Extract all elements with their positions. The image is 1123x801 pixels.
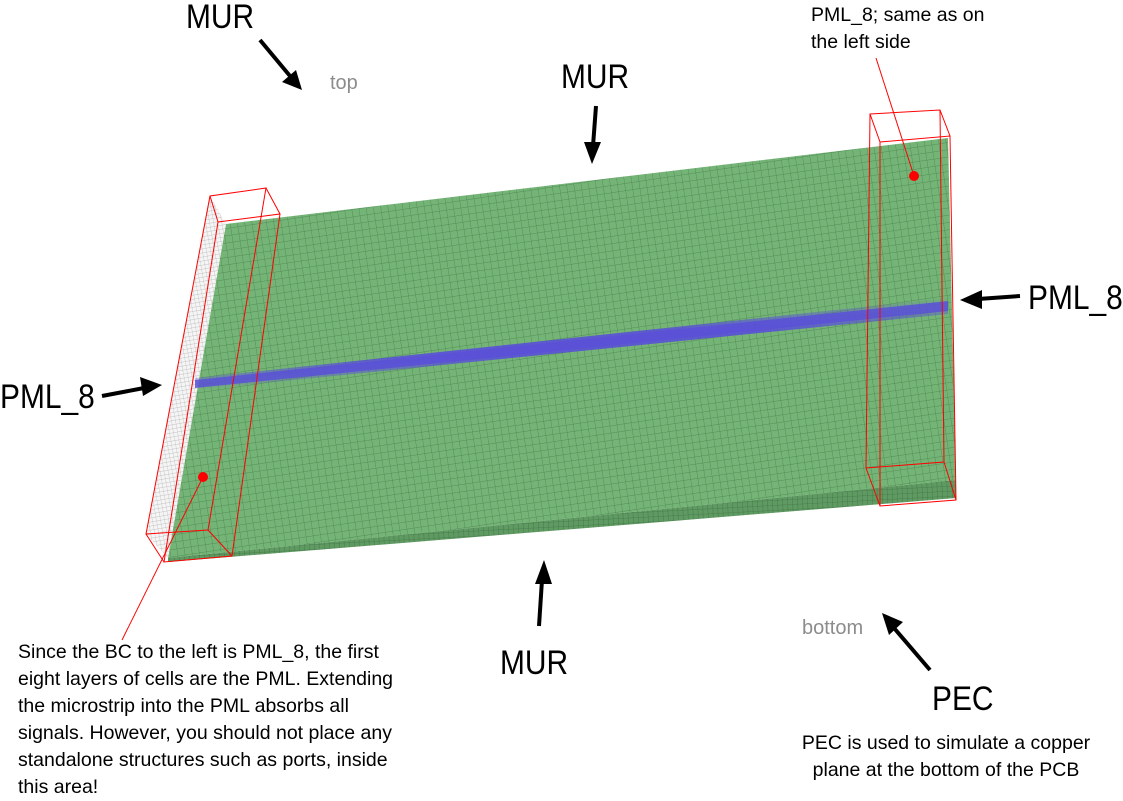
pml-left-note-line: the microstrip into the PML absorbs all — [18, 695, 349, 717]
top-view-label: top — [330, 72, 358, 94]
pml-left-marker — [198, 472, 208, 482]
pml-right-box — [865, 109, 957, 507]
pec-arrow — [882, 613, 932, 672]
pml-left-note: Since the BC to the left is PML_8, the f… — [18, 639, 418, 801]
microstrip-core — [195, 301, 948, 388]
pec-note-line: plane at the bottom of the PCB — [812, 759, 1080, 781]
mur-top-left-label: MUR — [186, 0, 255, 36]
pml-left-note-line: this area! — [18, 776, 99, 798]
pec-label: PEC — [932, 680, 994, 718]
substrate-side-face — [168, 480, 956, 562]
pml-left-side-wall — [146, 196, 226, 558]
pml-left-note-line: Since the BC to the left is PML_8, the f… — [18, 641, 379, 663]
mur-top-arrow — [584, 105, 601, 164]
pml-right-leader — [875, 57, 915, 177]
pml-left-arrow — [101, 377, 162, 398]
mur-bottom-arrow — [535, 560, 552, 627]
pec-note: PEC is used to simulate a copper plane a… — [786, 730, 1106, 784]
mur-top-label: MUR — [561, 58, 630, 96]
pml-left-leader — [121, 476, 204, 641]
pml-left-box — [145, 187, 281, 563]
mur-top-left-arrow — [258, 38, 302, 90]
pec-note-line: PEC is used to simulate a copper — [801, 732, 1091, 754]
pml-left-note-line: standalone structures such as ports, ins… — [18, 749, 388, 771]
mur-bottom-label: MUR — [500, 644, 569, 682]
pml-right-note: PML_8; same as on the left side — [811, 2, 1011, 56]
pml-right-note-line: PML_8; same as on — [811, 4, 985, 26]
pml-right-label: PML_8 — [1028, 279, 1123, 317]
pml-right-marker — [909, 171, 919, 181]
bottom-view-label: bottom — [802, 617, 864, 639]
pml-right-arrow — [960, 290, 1021, 309]
pml-right-note-line: the left side — [811, 31, 911, 53]
pml-left-note-line: signals. However, you should not place a… — [18, 722, 392, 744]
pml-left-note-line: eight layers of cells are the PML. Exten… — [18, 668, 394, 690]
pml-left-label: PML_8 — [0, 378, 95, 416]
